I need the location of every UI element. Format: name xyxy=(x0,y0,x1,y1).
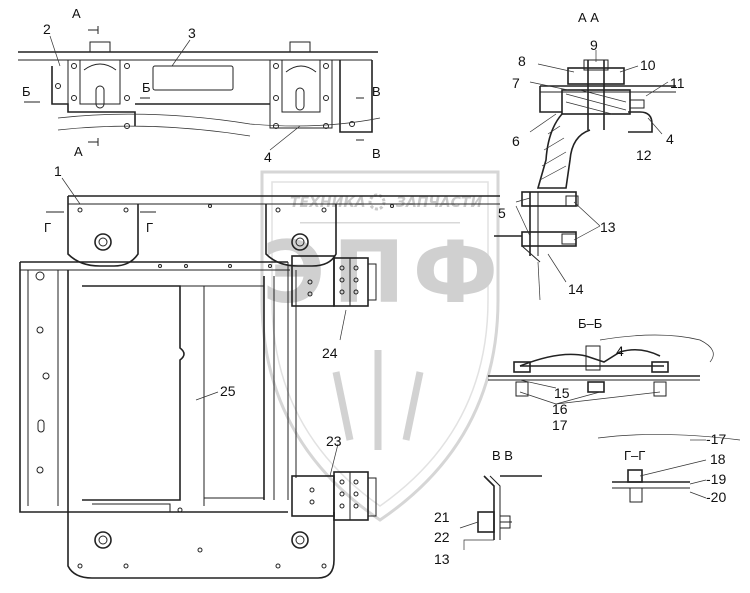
section-labels: А А Б Б В В Г Г А А Б–Б В В Г–Г xyxy=(22,6,645,463)
callout-8: 8 xyxy=(518,53,526,69)
side-mount-assembly xyxy=(494,191,579,301)
main-frame-view xyxy=(19,195,500,579)
section-aa xyxy=(536,59,676,189)
callout-5: 5 xyxy=(498,205,506,221)
callout-19: -19 xyxy=(706,471,726,487)
callout-15: 15 xyxy=(554,385,570,401)
view-bb-title: Б–Б xyxy=(578,316,602,331)
callout-12: 12 xyxy=(636,147,652,163)
callout-10: 10 xyxy=(640,57,656,73)
callout-3: 3 xyxy=(188,25,196,41)
callout-1: 1 xyxy=(54,163,62,179)
callout-22: 22 xyxy=(434,529,450,545)
callout-11: 11 xyxy=(670,75,685,91)
section-gg xyxy=(597,434,741,503)
watermark-shield-outline xyxy=(260,170,500,522)
section-v-top-label: В xyxy=(372,84,381,99)
section-v-bottom-label: В xyxy=(372,146,381,161)
watermark-shield-inner xyxy=(271,181,489,507)
wheat-icon xyxy=(332,350,424,450)
callout-17-gg: -17 xyxy=(706,431,726,447)
watermark-brand-right: ЗАПЧАСТИ xyxy=(396,195,482,211)
gear-icon xyxy=(368,193,386,211)
callout-14: 14 xyxy=(568,281,584,297)
watermark: ТЕХНИКА ЗАПЧАСТИ ЭПФ xyxy=(260,170,500,522)
section-b-mid-label: Б xyxy=(142,80,151,95)
callout-9: 9 xyxy=(590,37,598,53)
callout-13-vv: 13 xyxy=(434,551,450,567)
section-g-left-label: Г xyxy=(44,220,51,235)
callout-7: 7 xyxy=(512,75,520,91)
callout-numbers: 1 2 3 4 4 4 5 6 7 8 9 10 11 12 13 13 14 … xyxy=(43,21,726,567)
callout-20: -20 xyxy=(706,489,726,505)
watermark-logo-letters: ЭПФ xyxy=(262,223,498,323)
callout-2: 2 xyxy=(43,21,51,37)
section-b-left-label: Б xyxy=(22,84,31,99)
view-vv-title: В В xyxy=(492,448,513,463)
callout-23: 23 xyxy=(326,433,342,449)
top-plan-view xyxy=(18,26,381,146)
cutout-window xyxy=(152,65,234,91)
section-a-top-label: А xyxy=(72,6,81,21)
callout-16: 16 xyxy=(552,401,568,417)
callout-4-bb: 4 xyxy=(616,343,624,359)
callout-21: 21 xyxy=(434,509,450,525)
section-bb xyxy=(488,334,714,397)
callout-18: 18 xyxy=(710,451,726,467)
callout-17-bb: 17 xyxy=(552,417,568,433)
view-aa-title: А А xyxy=(578,10,599,25)
view-gg-title: Г–Г xyxy=(624,448,645,463)
watermark-brand-left: ТЕХНИКА xyxy=(290,195,366,211)
callout-4-top: 4 xyxy=(264,149,272,165)
section-vv xyxy=(477,475,542,540)
section-a-bottom-label: А xyxy=(74,144,83,159)
callout-25: 25 xyxy=(220,383,236,399)
callout-24: 24 xyxy=(322,345,338,361)
callout-13-assembly: 13 xyxy=(600,219,616,235)
section-g-right-label: Г xyxy=(146,220,153,235)
leader-lines xyxy=(49,35,707,550)
callout-4-aa: 4 xyxy=(666,131,674,147)
callout-6: 6 xyxy=(512,133,520,149)
